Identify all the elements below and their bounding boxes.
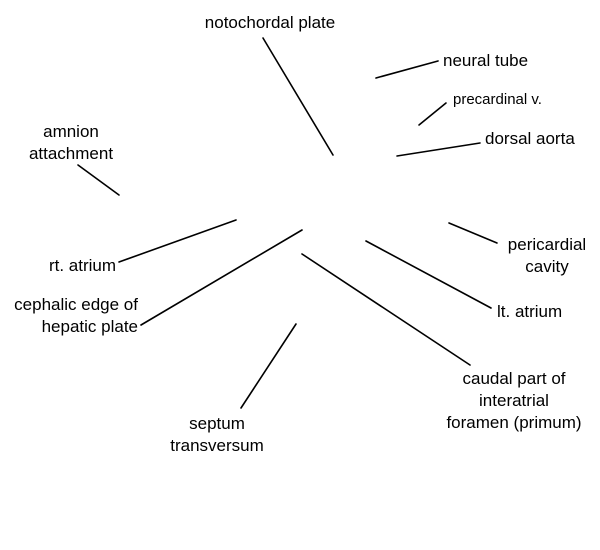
amnion-attachment-line-1: amnion <box>43 122 99 141</box>
septum-transversum-leader-line <box>240 323 297 409</box>
cephalic-edge-hepatic-plate-leader-line <box>140 229 303 326</box>
rt-atrium-leader-line <box>118 219 237 263</box>
cephalic-edge-hepatic-plate-label: cephalic edge of hepatic plate <box>4 294 138 338</box>
caudal-part-interatrial-foramen-label: caudal part of interatrial foramen (prim… <box>434 368 594 434</box>
pericardial-cavity-line-1: pericardial <box>507 235 587 254</box>
rt-atrium-text: rt. atrium <box>48 256 116 275</box>
amnion-attachment-line-2: attachment <box>28 144 114 163</box>
lt-atrium-leader-line <box>365 240 492 309</box>
lt-atrium-text: lt. atrium <box>497 302 563 321</box>
notochordal-plate-label: notochordal plate <box>190 12 350 34</box>
caudal-part-interatrial-foramen-line-1: caudal part of <box>462 369 566 388</box>
dorsal-aorta-leader-line <box>396 142 481 157</box>
cephalic-edge-hepatic-plate-line-1: cephalic edge of <box>14 295 138 314</box>
pericardial-cavity-line-2: cavity <box>525 257 569 276</box>
pericardial-cavity-leader-line <box>448 222 498 244</box>
neural-tube-leader-line <box>375 60 439 79</box>
amnion-attachment-leader-line <box>77 164 120 196</box>
septum-transversum-line-2: transversum <box>170 436 264 455</box>
caudal-part-interatrial-foramen-line-3: foramen (primum) <box>446 413 582 432</box>
neural-tube-label: neural tube <box>443 50 528 72</box>
dorsal-aorta-text: dorsal aorta <box>485 129 575 148</box>
caudal-part-interatrial-foramen-leader-line <box>301 253 471 366</box>
pericardial-cavity-label: pericardial cavity <box>496 234 598 278</box>
septum-transversum-label: septum transversum <box>158 413 276 457</box>
rt-atrium-label: rt. atrium <box>20 255 116 277</box>
notochordal-plate-leader-line <box>262 37 334 156</box>
cephalic-edge-hepatic-plate-line-2: hepatic plate <box>41 317 138 336</box>
lt-atrium-label: lt. atrium <box>497 301 562 323</box>
septum-transversum-line-1: septum <box>189 414 245 433</box>
notochordal-plate-text: notochordal plate <box>204 13 336 32</box>
precardinal-v-label: precardinal v. <box>453 89 542 111</box>
dorsal-aorta-label: dorsal aorta <box>485 128 575 150</box>
precardinal-v-leader-line <box>418 102 447 126</box>
neural-tube-text: neural tube <box>443 51 529 70</box>
precardinal-v-text: precardinal v. <box>453 91 542 108</box>
caudal-part-interatrial-foramen-line-2: interatrial <box>479 391 549 410</box>
amnion-attachment-label: amnion attachment <box>22 121 120 165</box>
